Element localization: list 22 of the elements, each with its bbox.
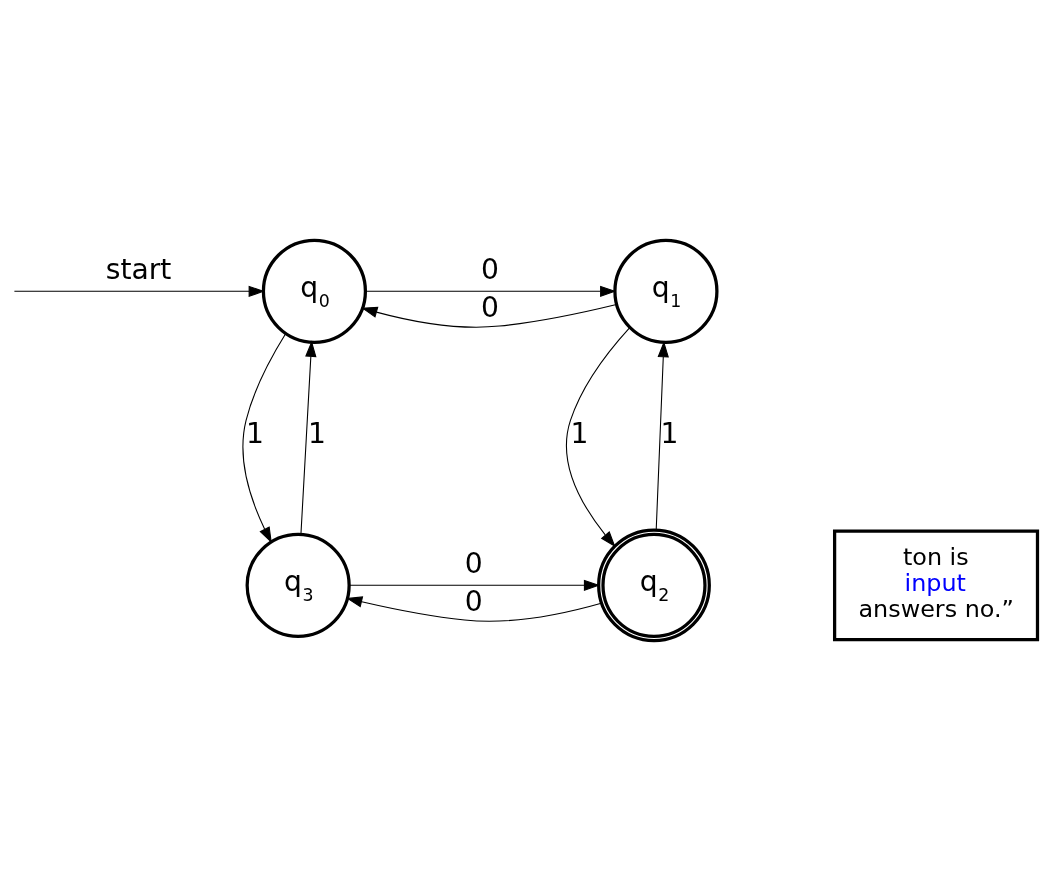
arrow [242,333,287,544]
arrow [348,579,601,592]
arrow [361,303,617,328]
edge-label: start [105,253,172,287]
node-box: ton is input answers no.” [833,529,1040,642]
edge-label: 0 [464,547,483,581]
edge-label: 1 [570,417,589,450]
node-circle: q$_{1}$ [613,238,719,344]
edge-label: 1 [660,417,679,450]
node-circle: q$_{0}$ [261,238,368,344]
arrow [364,285,617,298]
arrow [566,327,631,548]
edge-label: 1 [246,417,264,450]
arrow [655,340,669,531]
arrow [13,285,265,298]
edge-label: 0 [480,291,499,325]
edge-label: 1 [307,417,326,450]
node-circle: q$_{3}$ [245,532,351,638]
arrow [300,340,317,535]
arrow [346,596,602,622]
edge-label: 0 [464,585,483,619]
edge-label: 0 [480,253,499,287]
